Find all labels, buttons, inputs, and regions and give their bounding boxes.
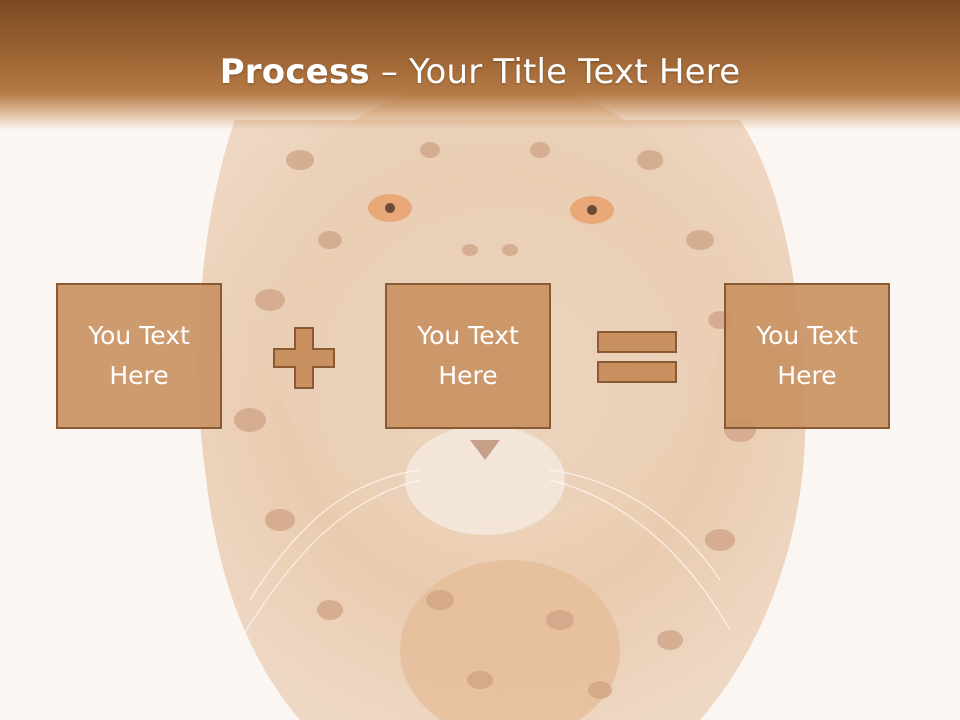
process-box-1-line2: Here	[109, 361, 169, 390]
plus-icon	[273, 327, 335, 389]
title-bold-text: Process	[219, 52, 370, 92]
title-rest-text: – Your Title Text Here	[369, 52, 741, 92]
process-box-3-line1: You Text	[756, 321, 858, 350]
process-box-2-line1: You Text	[417, 321, 519, 350]
title-band	[0, 0, 960, 130]
process-box-3-line2: Here	[777, 361, 837, 390]
slide-title: Process – Your Title Text Here	[0, 52, 960, 92]
equals-icon	[597, 331, 677, 383]
process-box-1-line1: You Text	[88, 321, 190, 350]
process-box-2-line2: Here	[438, 361, 498, 390]
